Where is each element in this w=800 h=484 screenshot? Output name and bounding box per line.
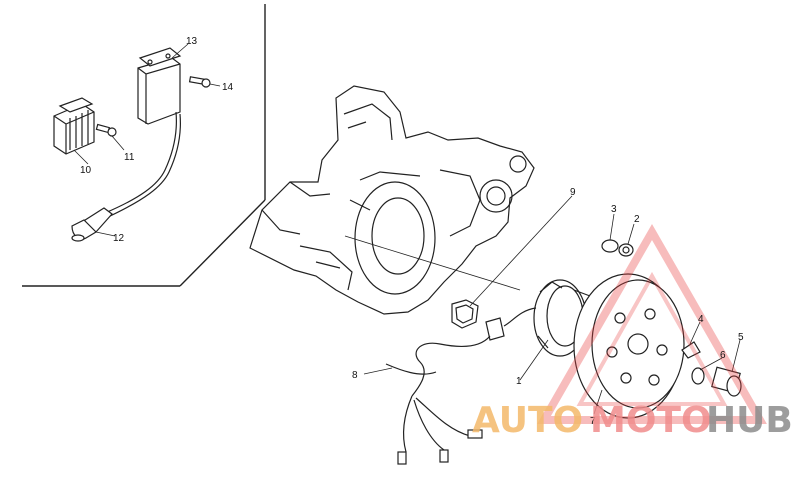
screw-11: [95, 123, 117, 137]
watermark-text: AUTO MOTO HUB: [472, 400, 793, 441]
label-7: 7: [590, 416, 596, 427]
crankcase: [249, 85, 535, 315]
watermark-hub: HUB: [706, 400, 793, 441]
label-4: 4: [698, 314, 704, 325]
flywheel: [573, 273, 685, 419]
watermark-moto: MOTO: [590, 400, 712, 441]
label-12: 12: [113, 233, 125, 244]
stator: [485, 279, 591, 357]
label-5: 5: [738, 332, 744, 343]
label-3: 3: [611, 204, 617, 215]
voltage-regulator: [53, 97, 95, 155]
nut-and-washer: [601, 239, 634, 257]
label-1: 1: [516, 376, 522, 387]
inset-frame: [22, 4, 266, 287]
label-13: 13: [186, 36, 198, 47]
label-11: 11: [124, 152, 135, 163]
wiring-loom: [385, 335, 491, 465]
screw-14: [188, 76, 211, 88]
watermark-auto: AUTO: [472, 400, 583, 441]
label-10: 10: [80, 165, 92, 176]
spacer-and-bushing: [691, 366, 742, 397]
label-6: 6: [720, 350, 726, 361]
gasket: [451, 299, 479, 329]
woodruff-key: [681, 341, 701, 359]
label-2: 2: [634, 214, 640, 225]
label-14: 14: [222, 82, 234, 93]
label-9: 9: [570, 187, 576, 198]
watermark-triangle: [537, 223, 767, 424]
leader-lines: [73, 43, 741, 415]
label-8: 8: [352, 370, 358, 381]
spark-plug-cap: [71, 207, 113, 242]
cdi-unit: [104, 47, 182, 218]
